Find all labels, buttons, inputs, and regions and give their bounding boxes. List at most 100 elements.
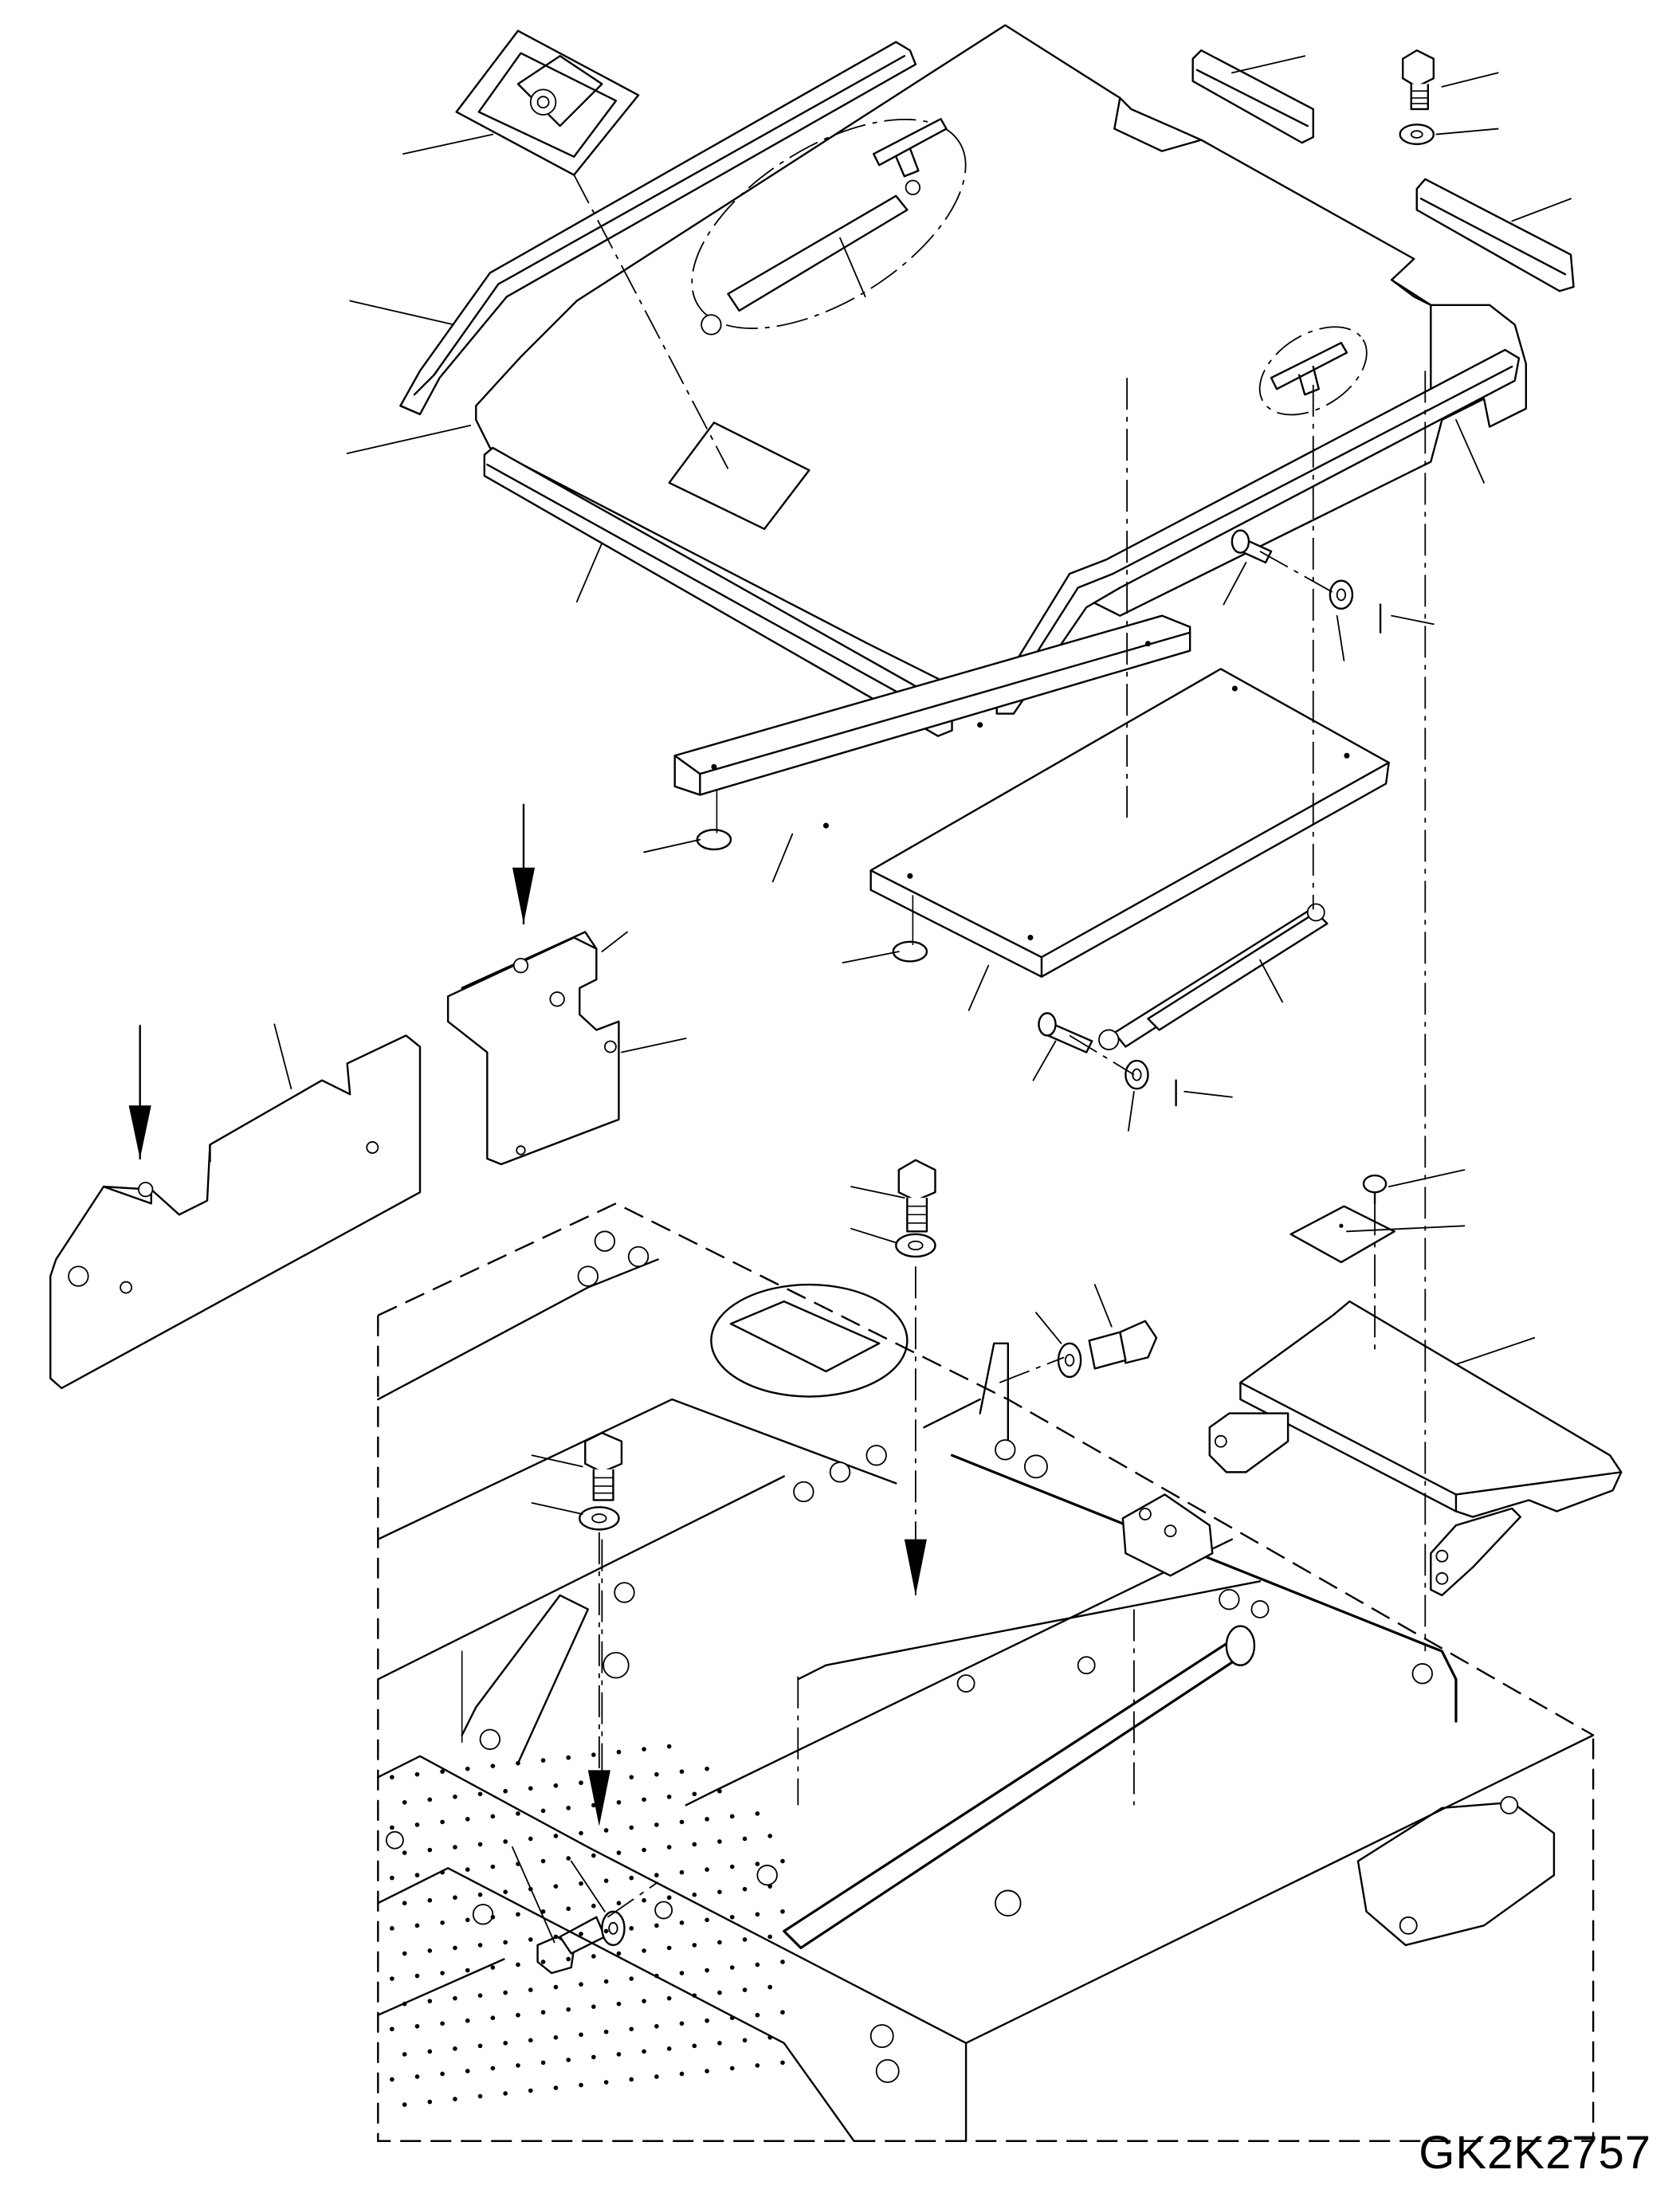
- perforation-hole: [666, 2046, 672, 2051]
- perforation-hole: [440, 1769, 445, 1774]
- perforation-hole: [465, 2018, 470, 2023]
- perforation-hole: [465, 1867, 470, 1872]
- perforation-hole: [503, 1889, 508, 1894]
- stay-bracket-right: [1244, 309, 1383, 434]
- perforation-hole: [603, 1878, 609, 1883]
- perforation-hole: [390, 1775, 394, 1779]
- washer-bottom-left: [602, 1912, 624, 1945]
- perforation-hole: [579, 1881, 583, 1886]
- perforation-hole: [629, 1875, 634, 1881]
- perforation-hole: [402, 2102, 407, 2107]
- perforation-hole: [755, 1811, 760, 1816]
- washer-left-frame: [579, 1507, 618, 1529]
- perforation-hole: [780, 1960, 785, 1964]
- perforation-hole: [528, 1786, 533, 1791]
- perforation-hole: [528, 1836, 533, 1842]
- perforation-hole: [566, 1906, 571, 1912]
- seal-right-top: [1193, 50, 1313, 143]
- perforation-hole: [503, 1940, 508, 1945]
- caution-decal: [669, 422, 810, 528]
- perforation-hole: [553, 1783, 559, 1788]
- bolt-middle-top: [899, 1160, 936, 1232]
- perforation-hole: [591, 1954, 596, 1959]
- perforation-hole: [566, 1956, 571, 1962]
- perforation-hole: [603, 2029, 609, 2034]
- perforation-hole: [440, 1869, 445, 1875]
- perforation-hole: [629, 1775, 634, 1779]
- perforation-hole: [516, 1912, 520, 1917]
- perforation-hole: [591, 2004, 596, 2009]
- seal-right-long: [997, 350, 1519, 714]
- perforation-hole: [402, 1951, 407, 1956]
- perforation-hole: [553, 1834, 559, 1838]
- perforation-hole: [528, 1937, 533, 1942]
- perforation-hole: [453, 1945, 457, 1951]
- perforation-hole: [465, 1817, 470, 1822]
- perforation-hole: [402, 2001, 407, 2007]
- perforation-hole: [453, 2097, 457, 2101]
- assembly-arrows: [128, 805, 927, 1826]
- mat-pad-2: [893, 896, 927, 962]
- perforation-hole: [414, 1923, 420, 1928]
- perforation-hole: [692, 1892, 697, 1897]
- perforation-hole: [742, 2038, 748, 2043]
- perforation-hole: [440, 2021, 445, 2026]
- perforation-hole: [591, 1803, 596, 1808]
- perforation-hole: [516, 1962, 520, 1967]
- perforation-hole: [528, 2038, 533, 2043]
- step-plate-right: [1210, 1301, 1621, 1595]
- side-bracket-center: [448, 932, 618, 1165]
- perforation-hole: [427, 1797, 433, 1803]
- perforation-hole: [453, 1845, 457, 1850]
- perforation-hole: [503, 2091, 508, 2096]
- perforation-hole: [477, 1842, 483, 1847]
- perforation-hole: [705, 1867, 709, 1872]
- perforation-hole: [642, 1847, 646, 1853]
- perforation-hole: [566, 1806, 571, 1811]
- washer-top-right: [1400, 124, 1434, 144]
- perforated-deck: [390, 1744, 785, 2107]
- perforation-hole: [654, 1771, 659, 1777]
- perforation-hole: [729, 1914, 735, 1920]
- perforation-hole: [616, 2001, 622, 2007]
- perforation-hole: [553, 1884, 559, 1889]
- perforation-hole: [767, 1934, 772, 1940]
- perforation-hole: [477, 1892, 483, 1897]
- perforation-hole: [616, 1951, 622, 1956]
- floor-mat-right: [871, 669, 1389, 976]
- perforation-hole: [679, 2021, 685, 2026]
- perforation-hole: [465, 1967, 470, 1973]
- perforation-hole: [414, 2023, 420, 2029]
- perforation-hole: [654, 1822, 659, 1827]
- perforation-hole: [729, 1965, 735, 1970]
- perforation-hole: [616, 1749, 622, 1755]
- washer-upper: [1330, 581, 1352, 609]
- perforation-hole: [490, 1763, 496, 1768]
- perforation-hole: [717, 1839, 722, 1844]
- perforation-hole: [490, 1864, 496, 1869]
- perforation-hole: [503, 1788, 508, 1794]
- perforation-hole: [780, 2010, 785, 2015]
- base-frame: [378, 1203, 1593, 2141]
- perforation-hole: [540, 1960, 546, 1964]
- perforation-hole: [654, 2074, 659, 2079]
- perforation-hole: [717, 1990, 722, 1995]
- perforation-hole: [679, 1869, 685, 1875]
- perforation-hole: [503, 1990, 508, 1995]
- gas-spring-upper-assembly: [657, 77, 1000, 371]
- perforation-hole: [440, 1920, 445, 1925]
- perforation-hole: [440, 1819, 445, 1825]
- perforation-hole: [717, 1788, 722, 1794]
- perforation-hole: [654, 1873, 659, 1877]
- cover-plate-small: [1291, 1206, 1395, 1262]
- perforation-hole: [453, 1794, 457, 1799]
- perforation-hole: [402, 1901, 407, 1906]
- perforation-hole: [427, 1897, 433, 1903]
- perforation-hole: [629, 1976, 634, 1981]
- perforation-hole: [692, 1943, 697, 1948]
- perforation-hole: [427, 1847, 433, 1853]
- perforation-hole: [629, 1825, 634, 1830]
- perforation-hole: [453, 1895, 457, 1901]
- perforation-hole: [780, 1858, 785, 1864]
